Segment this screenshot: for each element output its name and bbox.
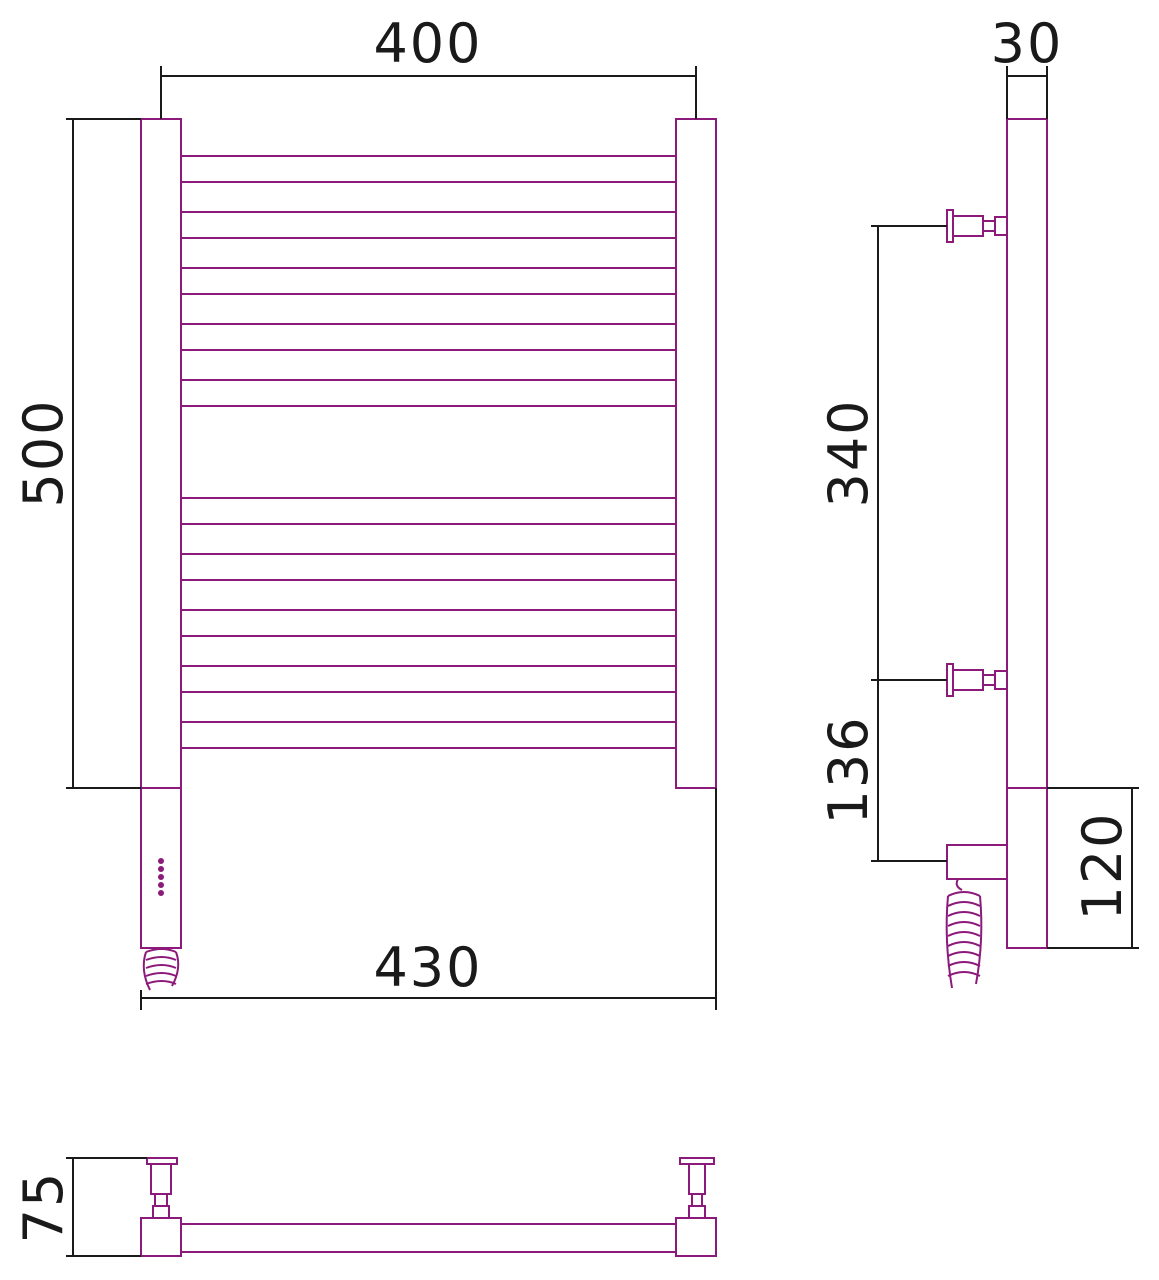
dim-430-line (140, 788, 717, 1010)
left-vertical-rail (140, 118, 182, 789)
dim-120-line (1047, 787, 1139, 949)
dim-400-label: 400 (373, 12, 482, 75)
dim-400-line (160, 66, 697, 119)
indicator-dots-icon (158, 858, 164, 896)
side-heater-housing (1006, 787, 1048, 949)
side-rail (1006, 118, 1048, 789)
dim-30-line (1006, 66, 1048, 119)
lower-bracket-icon (946, 663, 1008, 697)
dim-75-line (66, 1157, 147, 1257)
top-left-rail-block (140, 1217, 182, 1257)
dim-30-label: 30 (991, 12, 1064, 75)
side-heater-plug (946, 844, 1008, 880)
dim-340-label: 340 (817, 398, 880, 507)
side-power-cable-icon (945, 878, 983, 989)
top-right-rail-block (675, 1217, 717, 1257)
top-crossbar (180, 1223, 677, 1253)
power-cable-coil-icon (142, 948, 180, 991)
dim-120-label: 120 (1071, 811, 1134, 920)
top-right-bracket-icon (679, 1157, 715, 1219)
right-vertical-rail (675, 118, 717, 789)
dim-500-label: 500 (12, 398, 75, 507)
crossbars (181, 155, 676, 749)
dim-75-label: 75 (12, 1171, 75, 1244)
side-dimension-lines (871, 66, 1139, 949)
top-left-bracket-icon (146, 1157, 178, 1219)
heater-housing (140, 787, 182, 949)
dim-136-label: 136 (817, 715, 880, 824)
front-view (140, 118, 717, 991)
top-view (140, 1157, 717, 1257)
dim-500-line (66, 118, 141, 789)
dim-340-line (871, 225, 947, 681)
upper-bracket-icon (946, 209, 1008, 243)
dim-136-line (871, 680, 947, 862)
front-dimension-lines (66, 66, 717, 1010)
side-view (945, 118, 1048, 989)
dim-430-label: 430 (373, 936, 482, 999)
top-dimension-lines (66, 1157, 147, 1257)
